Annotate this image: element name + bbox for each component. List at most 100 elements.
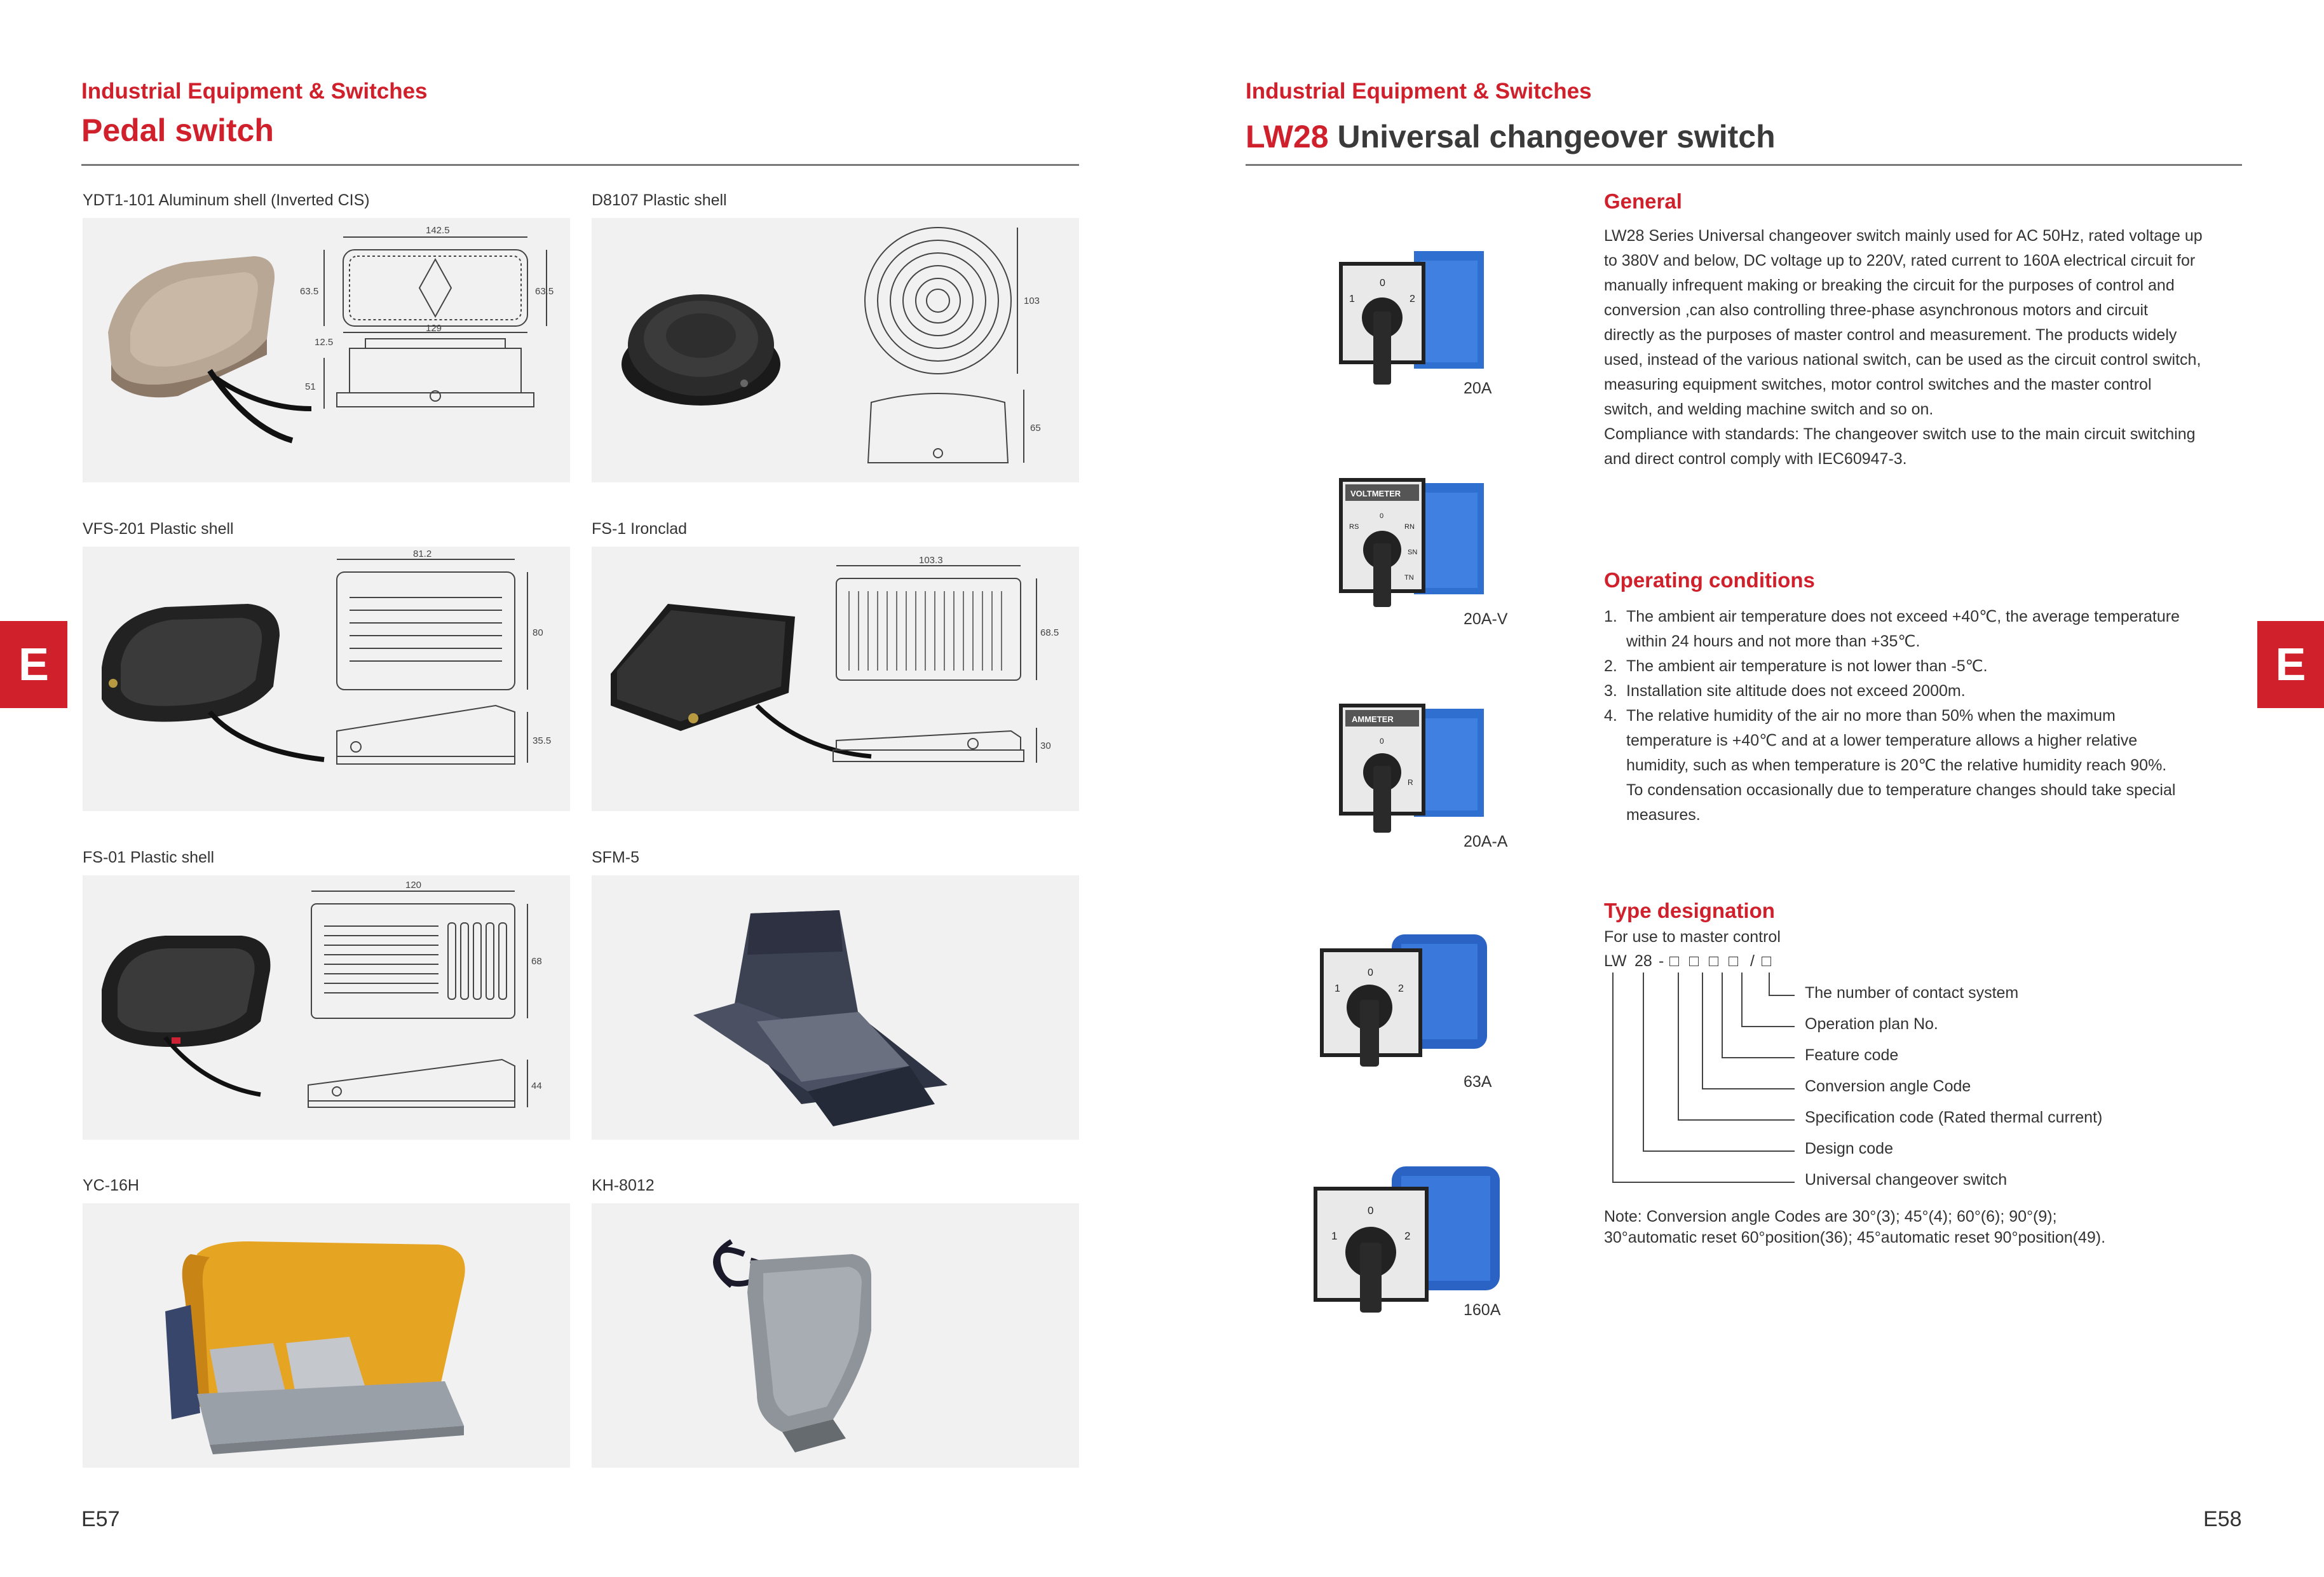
- product-caption-sfm-5: SFM-5: [592, 849, 639, 866]
- left-page-title: Pedal switch: [81, 113, 274, 148]
- switch-image-63a: 0 1 2: [1315, 925, 1506, 1077]
- switch-image-20a-v: VOLTMETER 0 RS RN SN TN: [1331, 470, 1497, 623]
- type-code-series: 28: [1634, 952, 1652, 970]
- product-caption-kh-8012: KH-8012: [592, 1177, 655, 1194]
- type-code: LW 28 - □ □ □ □ / □: [1604, 952, 1795, 974]
- operating-heading: Operating conditions: [1604, 568, 1815, 592]
- type-note-line: Note: Conversion angle Codes are 30°(3);…: [1604, 1208, 2057, 1225]
- operating-item-number: 3.: [1604, 682, 1617, 700]
- sfm-5-photo: [693, 910, 948, 1126]
- switch-20a-mark-0: 0: [1380, 278, 1385, 289]
- type-note-line: 30°automatic reset 60°position(36); 45°a…: [1604, 1229, 2106, 1246]
- ydt1-101-dim-gap: 12.5: [315, 337, 333, 348]
- type-code-box: □: [1669, 952, 1680, 970]
- type-heading: Type designation: [1604, 899, 1775, 922]
- ydt1-101-dim-base: 129: [426, 323, 442, 334]
- product-panel-kh-8012: [592, 1203, 1079, 1468]
- switch-image-160a: 0 1 2: [1309, 1163, 1512, 1328]
- operating-item-number: 1.: [1604, 608, 1617, 625]
- operating-item-number: 2.: [1604, 657, 1617, 675]
- switch-20a-v-mark-rn: RN: [1404, 523, 1415, 531]
- type-label-feature-code: Feature code: [1805, 1046, 1899, 1064]
- operating-item: 4. The relative humidity of the air no m…: [1604, 704, 2242, 828]
- operating-item-line: To condensation occasionally due to temp…: [1626, 781, 2176, 799]
- vfs-201-dim-side: 35.5: [533, 735, 551, 746]
- switch-20a-v-mark-tn: TN: [1404, 574, 1414, 582]
- right-page-title: LW28 Universal changeover switch: [1246, 118, 1776, 155]
- operating-item-line: The ambient air temperature is not lower…: [1626, 657, 1988, 675]
- operating-list: 1. The ambient air temperature does not …: [1604, 604, 2242, 828]
- switch-63a-mark-2: 2: [1398, 983, 1404, 994]
- type-code-prefix: LW: [1604, 952, 1627, 970]
- type-label-design-code: Design code: [1805, 1140, 1893, 1157]
- type-label-specification: Specification code (Rated thermal curren…: [1805, 1109, 2103, 1126]
- operating-item-line: within 24 hours and not more than +35℃.: [1626, 632, 1920, 650]
- switch-20a-v-plate: VOLTMETER: [1350, 489, 1401, 498]
- right-section-tab: E: [2257, 621, 2324, 708]
- operating-item: 2. The ambient air temperature is not lo…: [1604, 654, 2242, 679]
- general-line: conversion ,can also controlling three-p…: [1604, 301, 2149, 319]
- product-caption-yc-16h: YC-16H: [83, 1177, 139, 1194]
- kh-8012-photo: [713, 1239, 871, 1452]
- operating-item-line: temperature is +40℃ and at a lower tempe…: [1626, 732, 2138, 749]
- fs-01-dim-width: 120: [405, 880, 421, 891]
- vfs-201-photo: [102, 604, 325, 762]
- product-panel-fs-1: 103.3 68.5 30: [592, 547, 1079, 811]
- switch-20a-mark-2: 2: [1410, 294, 1415, 304]
- type-code-box: □: [1689, 952, 1699, 970]
- switch-20a-v-mark-rs: RS: [1349, 523, 1359, 531]
- vfs-201-illustration: 81.2 80 35.5: [102, 549, 551, 765]
- fs-1-photo: [611, 604, 872, 759]
- general-line: measuring equipment switches, motor cont…: [1604, 376, 2152, 393]
- general-line: directly as the purposes of master contr…: [1604, 326, 2177, 344]
- product-panel-fs-01: 120 68 44: [83, 875, 570, 1140]
- switch-20a-v-mark-0: 0: [1380, 512, 1383, 520]
- switch-image-20a-a: AMMETER 0 R: [1331, 696, 1497, 849]
- operating-item-line: humidity, such as when temperature is 20…: [1626, 756, 2167, 774]
- ydt1-101-drawing: [323, 236, 547, 409]
- left-section-tab: E: [0, 621, 67, 708]
- fs-01-photo: [102, 936, 271, 1097]
- type-code-slash: /: [1750, 952, 1755, 970]
- type-label-contact-system: The number of contact system: [1805, 984, 2019, 1002]
- product-panel-sfm-5: [592, 875, 1079, 1140]
- switch-label-160a: 160A: [1464, 1301, 1501, 1319]
- fs-01-dim-side: 44: [531, 1081, 542, 1091]
- switch-image-20a: 0 1 2: [1331, 245, 1497, 397]
- switch-63a-mark-1: 1: [1335, 983, 1340, 994]
- type-label-operation-plan: Operation plan No.: [1805, 1015, 1938, 1033]
- type-code-dash: -: [1659, 952, 1664, 970]
- ydt1-101-illustration: 142.5 63.5 63.5 12.5 129 51: [108, 225, 554, 444]
- type-code-box: □: [1762, 952, 1772, 970]
- fs-1-drawing: [832, 565, 1037, 763]
- switch-20a-v-mark-sn: SN: [1408, 549, 1417, 556]
- ydt1-101-dim-height-l: 63.5: [300, 286, 318, 297]
- vfs-201-drawing: [336, 559, 528, 765]
- right-page-number: E58: [2203, 1507, 2242, 1531]
- product-caption-fs-1: FS-1 Ironclad: [592, 520, 688, 538]
- operating-item-line: The relative humidity of the air no more…: [1626, 707, 2116, 725]
- switch-20a-mark-1: 1: [1349, 294, 1355, 304]
- switch-160a-mark-2: 2: [1404, 1230, 1410, 1242]
- product-caption-vfs-201: VFS-201 Plastic shell: [83, 520, 234, 538]
- switch-63a-mark-0: 0: [1368, 967, 1373, 978]
- fs-1-dim-height: 68.5: [1040, 627, 1059, 638]
- general-line: Compliance with standards: The changeove…: [1604, 425, 2196, 443]
- general-line: switch, and welding machine switch and s…: [1604, 400, 1934, 418]
- general-line: used, instead of the various national sw…: [1604, 351, 2201, 369]
- product-panel-d8107: 103 65: [592, 218, 1079, 482]
- operating-item: 1. The ambient air temperature does not …: [1604, 604, 2242, 654]
- left-eyebrow: Industrial Equipment & Switches: [81, 79, 428, 104]
- switch-label-63a: 63A: [1464, 1073, 1492, 1091]
- type-code-tree: [1612, 973, 1795, 1183]
- right-eyebrow: Industrial Equipment & Switches: [1246, 79, 1592, 104]
- type-label-conversion-angle: Conversion angle Code: [1805, 1077, 1971, 1095]
- vfs-201-dim-height: 80: [533, 627, 543, 638]
- fs-1-dim-side: 30: [1040, 741, 1051, 751]
- left-page-number: E57: [81, 1507, 120, 1531]
- operating-item-line: The ambient air temperature does not exc…: [1626, 608, 2180, 625]
- operating-item-line: measures.: [1626, 806, 1701, 824]
- type-code-box: □: [1709, 952, 1719, 970]
- switch-160a-mark-0: 0: [1368, 1205, 1373, 1217]
- fs-1-illustration: 103.3 68.5 30: [611, 555, 1059, 763]
